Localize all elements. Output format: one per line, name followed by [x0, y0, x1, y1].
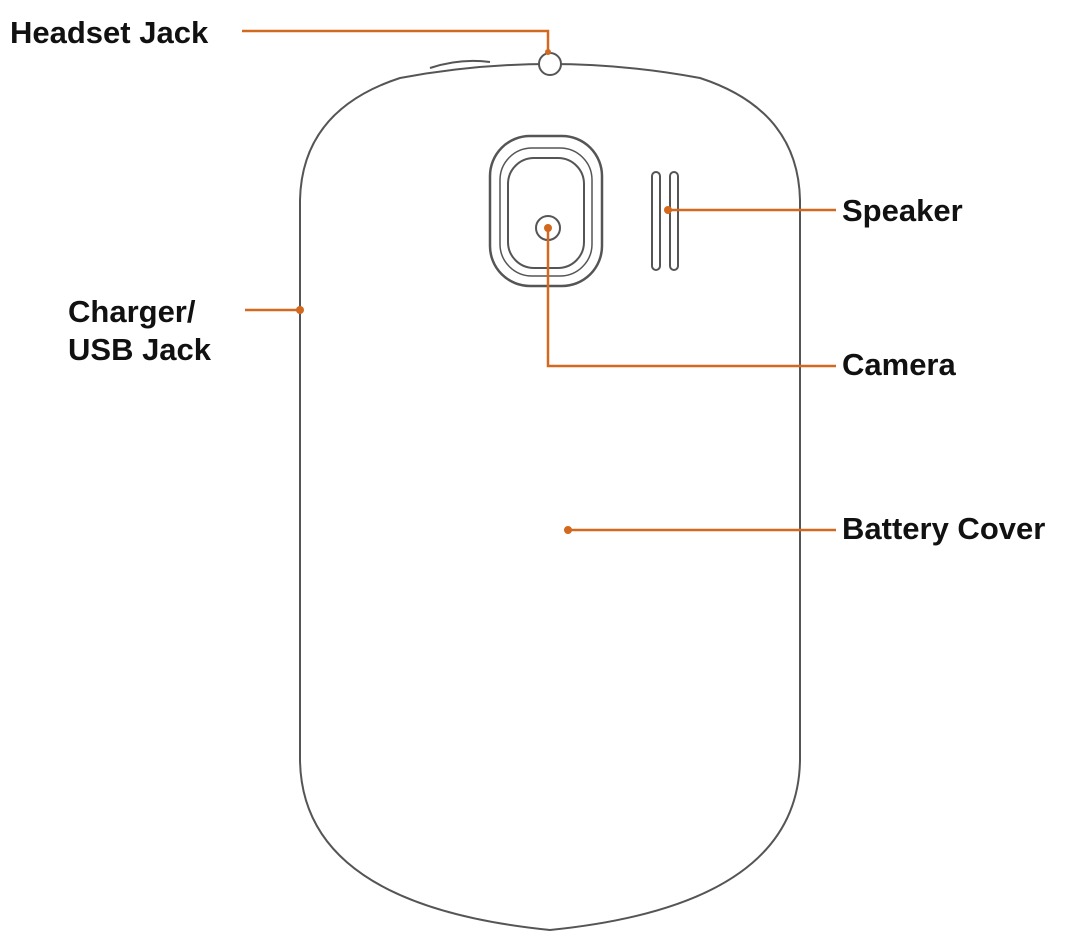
headset-jack-leader-dot [545, 49, 551, 55]
phone-body-outline [299, 63, 801, 932]
battery-cover-label: Battery Cover [842, 511, 1046, 546]
camera-window [507, 157, 585, 269]
speaker-label: Speaker [842, 193, 963, 228]
headset-jack-label: Headset Jack [10, 15, 209, 50]
speaker-slot-left [651, 171, 661, 271]
headset-jack-shape [538, 52, 562, 76]
camera-leader-line [546, 228, 836, 368]
camera-housing-outer [488, 134, 604, 288]
speaker-leader-dot [664, 206, 672, 214]
battery-cover-leader-dot [564, 526, 572, 534]
camera-label: Camera [842, 347, 956, 382]
speaker-slot-right [669, 171, 679, 271]
camera-leader-dot [544, 224, 552, 232]
charger-label-line1: Charger/ [68, 294, 196, 329]
camera-housing-inner [499, 147, 593, 277]
charger-leader-dot [296, 306, 304, 314]
top-side-button [429, 59, 491, 69]
charger-label-line2: USB Jack [68, 332, 212, 367]
headset-jack-leader-line [242, 29, 550, 52]
charger-usb-jack-label: Charger/ USB Jack [68, 293, 211, 369]
